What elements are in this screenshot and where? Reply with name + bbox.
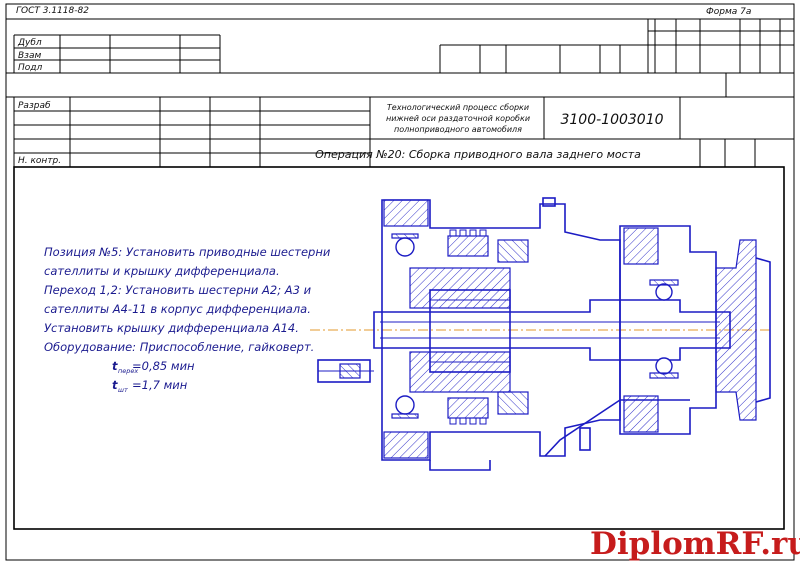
time-prep-value: =0,85 мин [132, 359, 195, 373]
bolt-top [542, 197, 556, 207]
gost-label: ГОСТ 3.1118-82 [16, 6, 89, 16]
operation-title: Операция №20: Сборка приводного вала зад… [315, 148, 641, 161]
bearing-ball-bottom-left [395, 395, 415, 415]
stamp-label-vzam: Взам [18, 51, 41, 61]
instruction-line-3: Переход 1,2: Установить шестерни А2; А3 … [44, 283, 312, 297]
flange-top [383, 199, 429, 227]
document-code: 3100-1003010 [560, 112, 663, 128]
instructions-block: Позиция №5: Установить приводные шестерн… [44, 245, 331, 394]
output-flange [715, 239, 757, 421]
form-label: Форма 7а [706, 7, 751, 17]
document-title-line-3: полноприводного автомобиля [394, 125, 522, 134]
flange-bottom [383, 431, 429, 459]
instruction-line-5: Установить крышку дифференциала А14. [44, 321, 299, 335]
housing-lower-extension [429, 399, 690, 471]
document-title-line-1: Технологический процесс сборки [387, 103, 529, 112]
instruction-line-1: Позиция №5: Установить приводные шестерн… [44, 245, 331, 259]
stamp-label-dubl: Дубл [17, 38, 42, 48]
stamp-grid [6, 18, 794, 167]
time-piece-symbol: t [112, 378, 118, 392]
hub-inner [429, 289, 511, 373]
instruction-line-6: Оборудование: Приспособление, гайковерт. [44, 340, 314, 354]
bearing-race-top [391, 233, 419, 239]
instruction-line-4: сателлиты А4-11 в корпус дифференциала. [44, 302, 311, 316]
bearing-ball-top-left [395, 237, 415, 257]
watermark-logo: DiplomRF.ru [590, 526, 800, 562]
flange-lip [755, 257, 771, 403]
bearing-ball-top-right [655, 283, 673, 301]
time-piece-sub: шт [118, 386, 128, 394]
differential-hub [409, 267, 511, 309]
time-prep-sub: перех [118, 367, 138, 375]
inner-frame [13, 166, 785, 530]
bearing-ball-bottom-right [655, 357, 673, 375]
gear-top [447, 229, 529, 263]
bearing-race-bottom [391, 413, 419, 419]
document-title-line-2: нижней оси раздаточной коробки [386, 114, 530, 123]
assembly-drawing [310, 197, 771, 471]
housing-right [619, 225, 717, 435]
instruction-line-2: сателлиты и крышку дифференциала. [44, 264, 280, 278]
time-piece-value: =1,7 мин [132, 378, 188, 392]
bolt-bottom [579, 427, 591, 451]
right-case-top [623, 227, 659, 265]
stamp-label-norm-control: Н. контр. [18, 156, 61, 166]
stamp-label-developed: Разраб [18, 101, 51, 111]
gear-bottom [447, 391, 529, 425]
stamp-label-podl: Подл [18, 63, 42, 73]
right-case-bottom [623, 395, 659, 433]
time-prep-symbol: t [112, 359, 118, 373]
sheet-frame [5, 3, 795, 561]
